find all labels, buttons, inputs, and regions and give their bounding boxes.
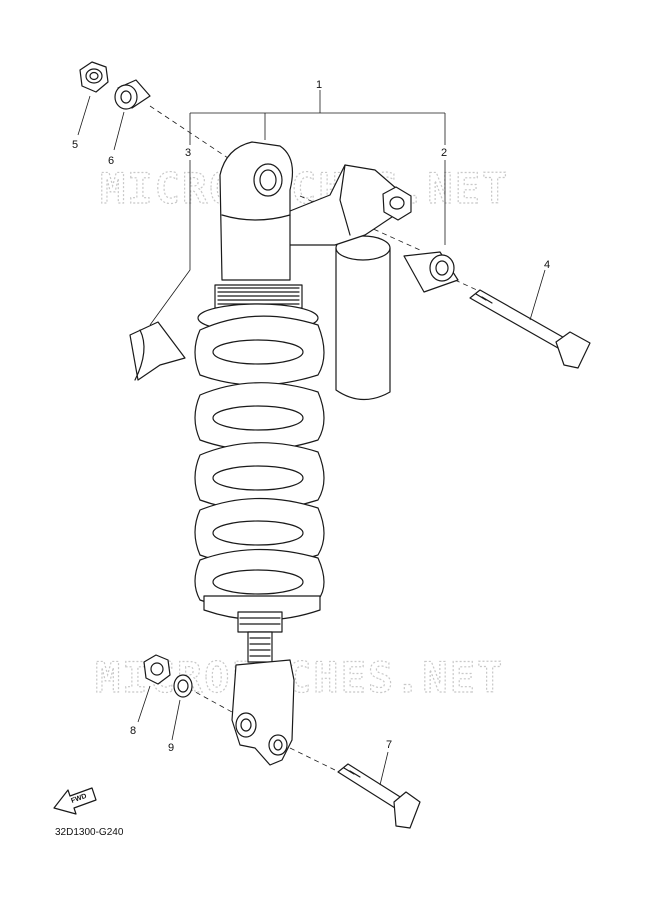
callout-8: 8 [130,725,136,737]
part-5-flange-nut [77,61,109,136]
shock-upper-mount [219,141,293,281]
lower-clevis-mount [231,659,295,766]
reservoir-tank [279,164,412,401]
callout-4: 4 [544,259,550,271]
callout-3: 3 [185,147,191,159]
part-2-collar [403,251,459,293]
part-7-lower-bolt [337,751,421,829]
callout-2: 2 [441,147,447,159]
part-9-washer [171,674,193,741]
callout-1: 1 [316,79,322,91]
callout-5: 5 [72,139,78,151]
spring-seat-collar [129,321,186,381]
coil-spring [194,315,325,621]
callout-7: 7 [386,739,392,751]
part-6-collar [113,79,151,151]
damper-rod [237,611,283,663]
diagram-code: 32D1300-G240 [55,827,124,838]
callout-9: 9 [168,742,174,754]
leader-bracket-1 [189,90,446,145]
callout-6: 6 [108,155,114,167]
part-4-upper-bolt [469,269,591,369]
part-8-lower-nut [137,654,171,723]
forward-direction-arrow: FWD [53,787,97,815]
